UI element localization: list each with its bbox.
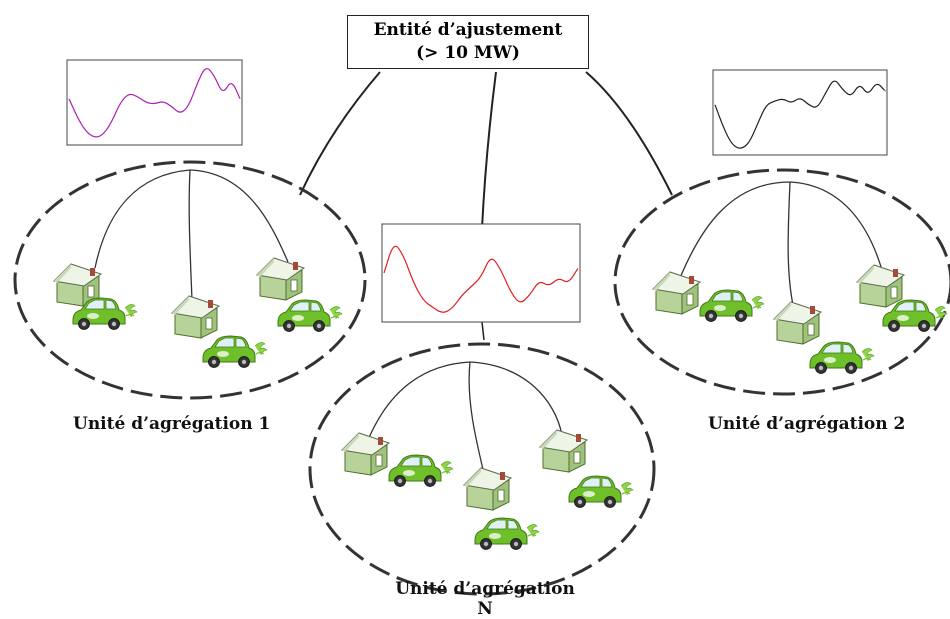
electric-car-icon — [699, 289, 765, 323]
electric-car-icon — [277, 299, 343, 333]
unit-2-branches — [679, 181, 883, 306]
house-icon — [256, 257, 305, 301]
house-icon — [652, 271, 701, 315]
aggregation-unit-1-label: Unité d’agrégation 1 — [73, 414, 271, 434]
electric-car-icon — [568, 475, 634, 509]
load-profile-line — [383, 245, 579, 313]
aggregation-unit-2-label: Unité d’agrégation 2 — [708, 414, 906, 434]
adjustment-entity-box: Entité d’ajustement (> 10 MW) — [347, 15, 589, 69]
aggregation-unit-n-boundary — [308, 342, 656, 596]
aggregation-unit-n-label-line2: N — [477, 599, 493, 619]
electric-car-icon — [388, 454, 454, 488]
electric-car-icon — [474, 517, 540, 551]
connector-profile-n — [481, 321, 485, 341]
load-profile-line — [68, 68, 241, 138]
load-profile-unit-2 — [712, 69, 888, 156]
electric-car-icon — [809, 341, 875, 375]
adjustment-entity-capacity: (> 10 MW) — [416, 43, 520, 63]
load-profile-line — [714, 80, 886, 149]
electric-car-icon — [202, 335, 268, 369]
unit-1-branches — [94, 169, 289, 301]
unit-n-branches — [367, 361, 563, 479]
adjustment-entity-title: Entité d’ajustement — [373, 20, 563, 40]
load-profile-unit-1 — [66, 59, 243, 146]
load-profile-unit-n — [381, 223, 581, 323]
house-icon — [773, 301, 822, 345]
connector-unit-n — [481, 71, 497, 229]
connector-unit-2 — [585, 71, 673, 196]
house-icon — [171, 295, 220, 339]
house-icon — [341, 432, 390, 476]
aggregation-unit-2-boundary — [613, 168, 950, 396]
house-icon — [856, 264, 905, 308]
connector-unit-1 — [299, 71, 381, 196]
aggregation-unit-1-boundary — [13, 160, 367, 400]
aggregation-unit-n-label: Unité d’agrégation N — [390, 579, 580, 619]
house-icon — [539, 429, 588, 473]
house-icon — [463, 467, 512, 511]
aggregation-unit-n-label-line1: Unité d’agrégation — [395, 579, 575, 599]
